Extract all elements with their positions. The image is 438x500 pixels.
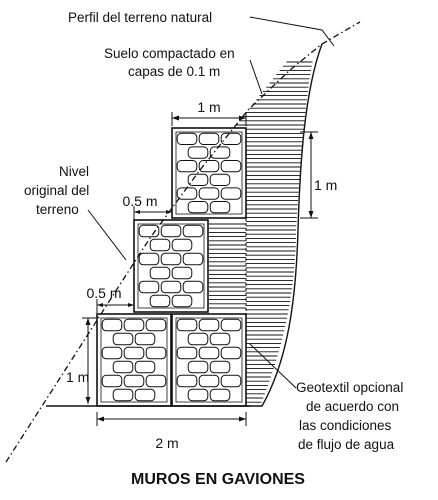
gabion-stone xyxy=(145,374,167,388)
gabion-stone xyxy=(220,160,242,173)
label-geotextile-4: de flujo de agua xyxy=(298,437,395,452)
gabion-stone xyxy=(149,294,171,308)
gabion-stone xyxy=(123,346,145,360)
gabion-stone xyxy=(176,374,198,388)
gabion-stone xyxy=(176,160,198,173)
label-original-level-1: Nivel xyxy=(59,164,89,179)
gabion-stone xyxy=(198,132,220,145)
gabion-bottom-right xyxy=(171,313,247,407)
natural-terrain-profile xyxy=(5,21,361,463)
dim-top-height xyxy=(300,131,318,219)
dim-top-width-label: 1 m xyxy=(197,99,220,115)
gabion-stone xyxy=(198,346,220,360)
gabion-stone xyxy=(171,266,193,280)
gabion-stone xyxy=(176,132,198,145)
gabion-stone xyxy=(209,146,231,159)
dim-top-width xyxy=(171,112,247,126)
gabion-stone xyxy=(149,266,171,280)
gabion-stone xyxy=(138,224,160,238)
dim-base-width-label: 2 m xyxy=(155,435,178,451)
gabion-stone xyxy=(101,346,123,360)
label-compacted-soil-1: Suelo compactado en xyxy=(104,46,235,61)
gabion-stone xyxy=(123,374,145,388)
gabion-stone xyxy=(209,173,231,186)
gabion-stone xyxy=(176,187,198,200)
gabion-stone xyxy=(182,252,204,266)
gabion-middle xyxy=(133,219,209,313)
leader-original-level xyxy=(87,209,127,261)
compacted-soil-fill xyxy=(209,61,313,403)
dim-step-upper xyxy=(133,206,172,220)
gabion-blocks xyxy=(96,127,247,407)
gabion-stone xyxy=(220,187,242,200)
gabion-stone xyxy=(160,224,182,238)
gabion-stone xyxy=(138,252,160,266)
gabion-stone xyxy=(182,280,204,294)
gabion-stone xyxy=(160,252,182,266)
label-natural-terrain: Perfil del terreno natural xyxy=(68,10,212,25)
label-original-level-2: original del xyxy=(24,183,89,198)
gabion-stone xyxy=(145,318,167,332)
label-geotextile-1: Geotextil opcional xyxy=(296,380,403,395)
gabion-stones xyxy=(101,132,242,402)
gabion-top xyxy=(171,127,247,219)
gabion-stone xyxy=(171,294,193,308)
gabion-stone xyxy=(187,388,209,402)
gabion-stone xyxy=(220,318,242,332)
gabion-stone xyxy=(160,280,182,294)
gabion-stone xyxy=(101,374,123,388)
gabion-stone xyxy=(123,318,145,332)
gabion-stone xyxy=(198,187,220,200)
dim-base-height-label: 1 m xyxy=(66,369,89,385)
gabion-stone xyxy=(209,388,231,402)
gabion-stone xyxy=(112,360,134,374)
leader-natural-terrain xyxy=(249,16,335,47)
gabion-stone xyxy=(220,132,242,145)
gabion-stone xyxy=(134,388,156,402)
gabion-stone xyxy=(198,160,220,173)
gabion-stone xyxy=(187,332,209,346)
dim-step-lower xyxy=(96,299,134,313)
excavation-boundary xyxy=(246,43,323,407)
gabion-stone xyxy=(138,280,160,294)
label-geotextile-2: de acuerdo con xyxy=(306,399,399,414)
gabion-stone xyxy=(198,318,220,332)
label-original-level-3: terreno xyxy=(36,202,79,217)
gabion-stone xyxy=(112,332,134,346)
label-geotextile-3: las condiciones xyxy=(299,418,392,433)
gabion-stone xyxy=(209,332,231,346)
gabion-stone xyxy=(220,346,242,360)
gabion-stone xyxy=(149,238,171,252)
gabion-stone xyxy=(101,318,123,332)
gabion-stone xyxy=(187,173,209,186)
label-compacted-soil-2: capas de 0.1 m xyxy=(128,64,220,79)
gabion-stone xyxy=(171,238,193,252)
gabion-stone xyxy=(209,360,231,374)
gabion-stone xyxy=(220,374,242,388)
gabion-stone xyxy=(112,388,134,402)
gabion-stone xyxy=(176,318,198,332)
gabion-stone xyxy=(134,360,156,374)
dim-step-upper-label: 0.5 m xyxy=(122,193,157,209)
gabion-stone xyxy=(134,332,156,346)
gabion-stone xyxy=(182,224,204,238)
leader-compacted-soil xyxy=(249,59,263,95)
dim-step-lower-label: 0.5 m xyxy=(86,285,121,301)
gabion-bottom-left xyxy=(96,313,172,407)
gabion-stone xyxy=(145,346,167,360)
leader-geotextile xyxy=(249,343,297,389)
gabion-stone xyxy=(209,201,231,214)
gabion-stone xyxy=(187,201,209,214)
gabion-stone xyxy=(187,360,209,374)
dim-base-width xyxy=(96,412,247,426)
dim-top-height-label: 1 m xyxy=(314,177,337,193)
gabion-stone xyxy=(187,146,209,159)
gabion-stone xyxy=(176,346,198,360)
gabion-stone xyxy=(198,374,220,388)
dim-base-height xyxy=(82,317,97,404)
diagram-title: MUROS EN GAVIONES xyxy=(131,471,305,488)
